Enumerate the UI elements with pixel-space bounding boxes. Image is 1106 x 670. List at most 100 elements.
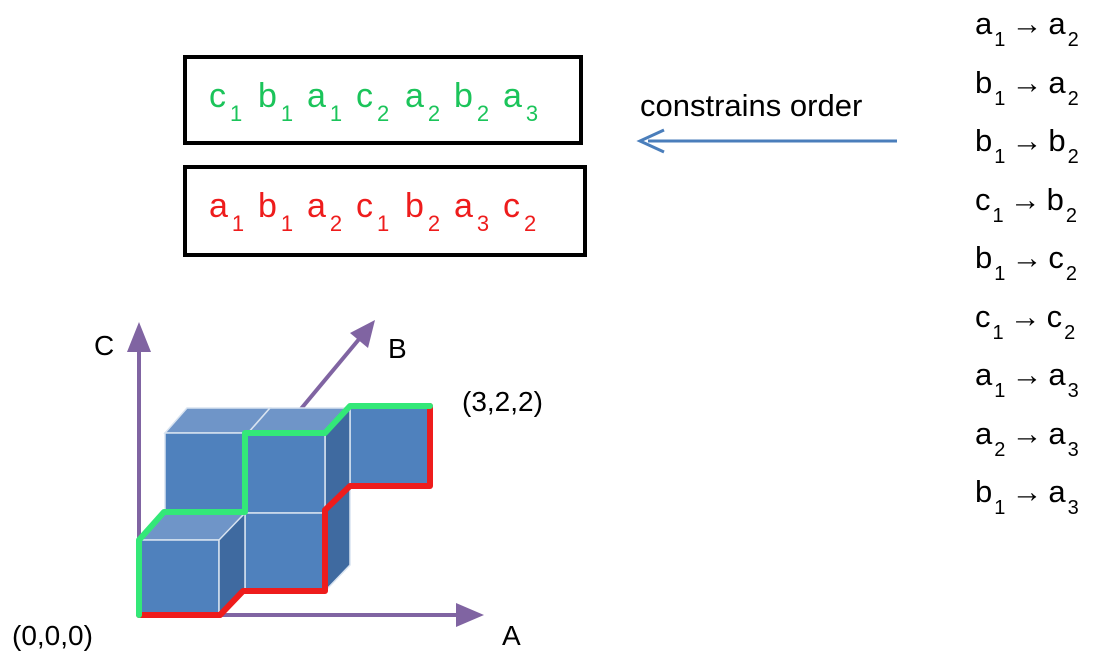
precedes-arrow-icon: → xyxy=(1011,415,1043,451)
constraint-from-index: 1 xyxy=(994,380,1006,402)
token-index: 1 xyxy=(280,211,294,236)
constraint-from-index: 1 xyxy=(994,146,1006,168)
axis-c-label: C xyxy=(94,330,115,361)
constraint-to: a xyxy=(1048,474,1066,509)
constraint-from: b xyxy=(975,474,993,509)
precedes-arrow-icon: → xyxy=(1009,181,1041,217)
token-index: 3 xyxy=(476,211,490,236)
token-letter: c xyxy=(209,77,226,115)
token-letter: c xyxy=(356,187,373,225)
constraint-from: c xyxy=(975,181,991,217)
constraint-to: b xyxy=(1048,123,1066,158)
precedes-arrow-icon: → xyxy=(1011,474,1043,509)
axis-b xyxy=(298,320,375,412)
constraint-to-index: 3 xyxy=(1067,497,1079,519)
token-letter: c xyxy=(356,77,373,115)
constraint-to-index: 2 xyxy=(1065,263,1077,285)
green-path xyxy=(136,403,433,618)
constraint-from: a xyxy=(975,6,993,41)
token-index: 2 xyxy=(427,211,441,236)
precedes-arrow-icon: → xyxy=(1011,64,1043,100)
token-letter: a xyxy=(503,77,522,115)
precedes-arrow-icon: → xyxy=(1009,298,1041,334)
axis-b-label: B xyxy=(388,333,407,364)
token-index: 2 xyxy=(329,211,343,236)
constraint-from: a xyxy=(975,357,993,392)
token-letter: a xyxy=(209,187,228,225)
token-index: 3 xyxy=(525,101,539,126)
constraint-from-index: 1 xyxy=(994,263,1006,285)
token-index: 2 xyxy=(476,101,490,126)
token-index: 1 xyxy=(329,101,343,126)
constraint-to-index: 2 xyxy=(1065,204,1077,227)
token-letter: b xyxy=(258,77,277,115)
constraint-from-index: 2 xyxy=(994,438,1006,461)
token-index: 1 xyxy=(231,211,245,236)
constraint-from-index: 1 xyxy=(992,204,1004,227)
constraint-to: a xyxy=(1048,6,1066,41)
constraint-to-index: 2 xyxy=(1067,87,1079,110)
axis-a-label: A xyxy=(502,620,521,651)
constraint-to-index: 3 xyxy=(1067,380,1079,402)
origin-label: (0,0,0) xyxy=(12,620,93,651)
constraint-from: b xyxy=(975,123,993,158)
precedes-arrow-icon: → xyxy=(1011,357,1043,392)
token-letter: b xyxy=(258,187,277,225)
precedes-arrow-icon: → xyxy=(1011,6,1043,41)
token-letter: a xyxy=(454,187,473,225)
token-letter: c xyxy=(503,187,520,225)
constraint-from-index: 1 xyxy=(994,497,1006,519)
token-letter: b xyxy=(405,187,424,225)
constraint-to: c xyxy=(1048,240,1064,275)
constraint-to-index: 2 xyxy=(1064,321,1076,344)
constraint-from: b xyxy=(975,64,993,100)
token-letter: b xyxy=(454,77,473,115)
constraint-to-index: 2 xyxy=(1067,146,1079,168)
constraint-from-index: 1 xyxy=(994,87,1006,110)
cube-stack xyxy=(137,406,432,617)
constraint-from: b xyxy=(975,240,993,275)
constraint-to-index: 2 xyxy=(1067,29,1079,51)
token-index: 2 xyxy=(377,101,390,126)
token-index: 1 xyxy=(377,211,390,236)
token-index: 2 xyxy=(524,211,537,236)
constraint-from-index: 1 xyxy=(992,321,1004,344)
constraint-to: a xyxy=(1048,64,1066,100)
constraint-to: a xyxy=(1048,415,1066,451)
token-letter: a xyxy=(405,77,424,115)
constraint-from: a xyxy=(975,415,993,451)
constrains-order-arrow xyxy=(636,128,897,154)
token-letter: a xyxy=(307,187,326,225)
constraint-from-index: 1 xyxy=(994,29,1006,51)
token-index: 1 xyxy=(280,101,294,126)
token-letter: a xyxy=(307,77,326,115)
end-point-label: (3,2,2) xyxy=(462,386,543,417)
token-index: 2 xyxy=(427,101,441,126)
